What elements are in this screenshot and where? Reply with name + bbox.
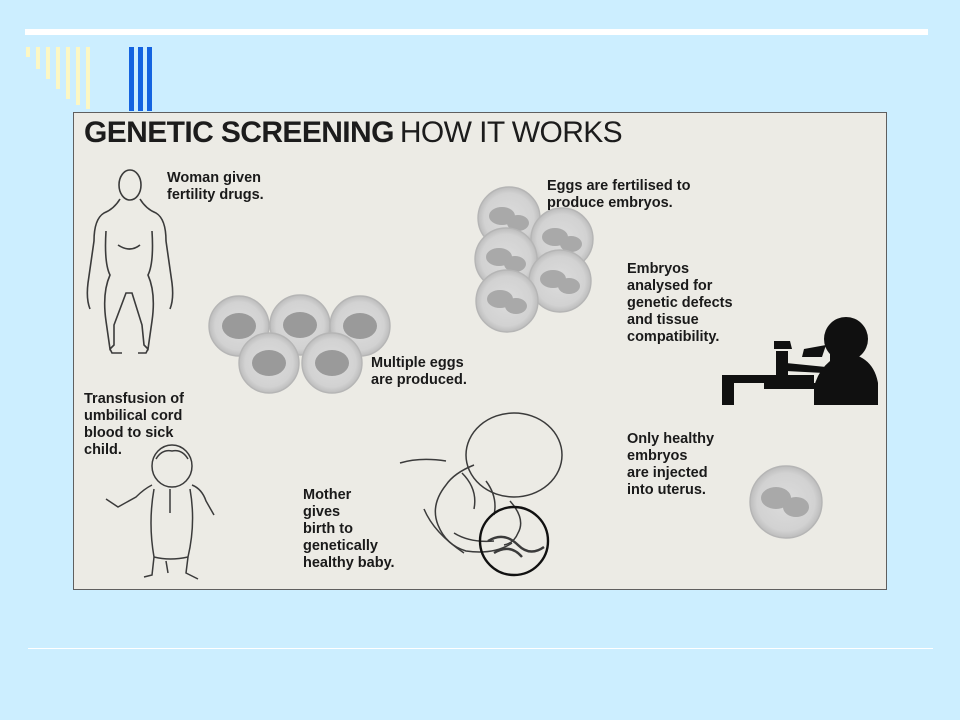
infographic-drawings [86,169,878,580]
caption-inject: Only healthy embryos are injected into u… [627,431,715,498]
woman-icon [86,169,174,354]
caption-analyse: Embryos analysed for genetic defects and… [627,261,733,345]
top-rule [25,29,928,35]
eggs-icon [208,294,391,394]
caption-fertilise: Eggs are fertilised to produce embryos. [547,178,691,211]
title-light: HOW IT WORKS [399,116,623,149]
caption-fertility: Woman given fertility drugs. [167,170,264,203]
embryos-icon [474,186,594,333]
blue-stripes-decoration [129,47,155,111]
title-bold: GENETIC SCREENING [84,116,394,149]
yellow-stripes-decoration [26,47,96,109]
bottom-rule [28,648,933,649]
embryo-cell-icon [749,465,823,539]
caption-eggs: Multiple eggs are produced. [371,355,467,388]
microscope-icon [722,317,878,405]
newborn-baby-icon [399,412,563,577]
caption-transfusion: Transfusion of umbilical cord blood to s… [84,391,184,458]
caption-birth: Mother gives birth to genetically health… [303,487,395,571]
child-icon [105,444,215,580]
